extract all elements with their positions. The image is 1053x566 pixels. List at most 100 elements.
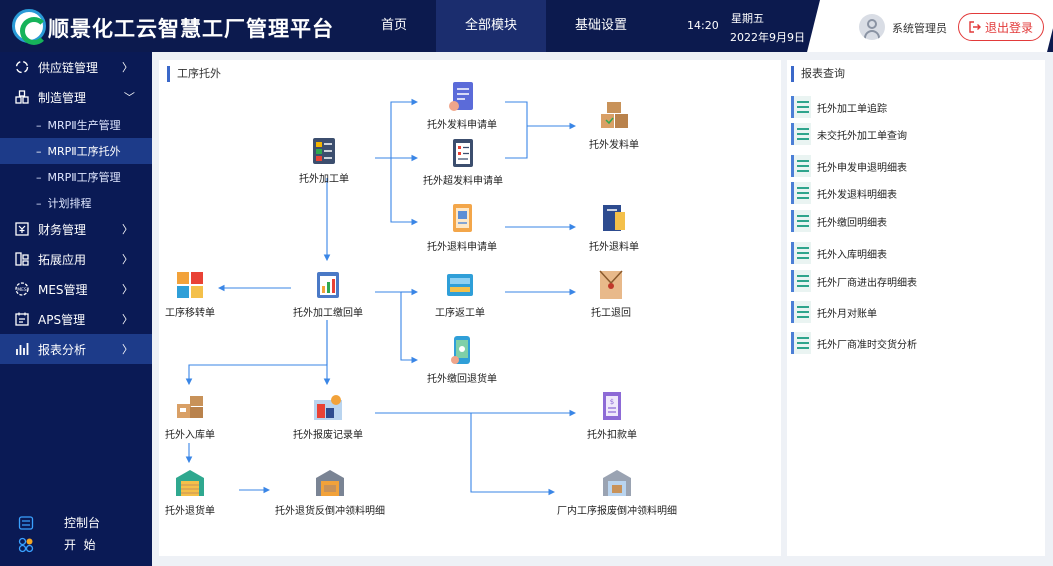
node-label: 托外超发料申请单 (423, 176, 503, 187)
node-label: 托外加工缴回单 (293, 308, 363, 319)
report-item[interactable]: 未交托外加工单查询 (791, 121, 1031, 147)
supply-chain-icon (14, 59, 30, 75)
node-label: 托外退料单 (589, 242, 639, 253)
report-label: 托外申发申退明细表 (817, 162, 907, 174)
phone-icon (451, 336, 470, 364)
report-label: 托外缴回明细表 (817, 217, 887, 229)
report-item[interactable]: 托外发退料明细表 (791, 180, 1031, 206)
logout-icon (969, 21, 981, 33)
menu-supply-chain[interactable]: 供应链管理 〉 (0, 52, 152, 82)
node-label: 托外报废记录单 (293, 430, 363, 441)
envelope-icon (599, 270, 623, 299)
start-button[interactable]: 开 始 (18, 536, 96, 553)
app-logo (12, 9, 48, 45)
report-list-icon (791, 123, 811, 145)
weekday: 星期五 (731, 12, 764, 25)
report-list-icon (791, 155, 811, 177)
form-icon (313, 138, 335, 164)
menu-finance[interactable]: 财务管理 〉 (0, 214, 152, 244)
menu-aps[interactable]: APS管理 〉 (0, 304, 152, 334)
mes-icon: MES (14, 281, 30, 297)
finance-icon (14, 221, 30, 237)
node-backflush[interactable]: 托外退货反倒冲领料明细 (275, 466, 385, 517)
node-outsource-order[interactable]: 托外加工单 (299, 134, 349, 185)
node-label: 托外发料单 (589, 140, 639, 151)
node-issue-order[interactable]: 托外发料单 (589, 100, 639, 151)
report-list-icon (791, 210, 811, 232)
submenu-mrp-process[interactable]: –MRPⅡ工序管理 (36, 170, 121, 185)
document-icon (453, 204, 472, 232)
chevron-right-icon: 〉 (122, 253, 133, 266)
report-item[interactable]: 托外厂商进出存明细表 (791, 268, 1031, 294)
console-button[interactable]: 控制台 (18, 514, 100, 531)
user-name[interactable]: 系统管理员 (892, 22, 947, 35)
report-item[interactable]: 托外加工单追踪 (791, 94, 1031, 120)
node-label: 托外扣款单 (587, 430, 637, 441)
node-return-goods[interactable]: 托外退货单 (165, 466, 215, 517)
node-label: 托外退货反倒冲领料明细 (275, 506, 385, 517)
node-transfer[interactable]: 工序移转单 (165, 268, 215, 319)
node-stock-in[interactable]: 托外入库单 (165, 390, 215, 441)
node-rework[interactable]: 工序返工单 (435, 268, 485, 319)
submenu-mrp-outsource[interactable]: –MRPⅡ工序托外 (0, 138, 152, 164)
node-outsource-return[interactable]: 托工退回 (591, 268, 631, 319)
menu-label: 报表分析 (38, 342, 87, 357)
menu-manufacturing[interactable]: 制造管理 〉 (0, 82, 152, 112)
report-label: 托外厂商准时交货分析 (817, 339, 917, 351)
node-receipt[interactable]: 托外加工缴回单 (293, 268, 363, 319)
chevron-right-icon: 〉 (122, 313, 133, 326)
node-over-issue-request[interactable]: 托外超发料申请单 (423, 136, 503, 187)
report-item[interactable]: 托外缴回明细表 (791, 208, 1031, 234)
chevron-right-icon: 〉 (122, 223, 133, 236)
factory-warehouse-icon (603, 470, 631, 496)
node-label: 托外发料申请单 (427, 120, 497, 131)
node-label: 托工退回 (591, 308, 631, 319)
node-deduction[interactable]: $ 托外扣款单 (587, 390, 637, 441)
grid-icon (18, 537, 34, 553)
app-title: 顺景化工云智慧工厂管理平台 (48, 17, 334, 41)
submenu-label: 计划排程 (47, 197, 92, 210)
user-avatar-icon[interactable] (859, 14, 885, 40)
report-label: 托外厂商进出存明细表 (817, 277, 917, 289)
menu-label: 财务管理 (38, 222, 87, 237)
clipboard-icon (453, 139, 473, 167)
binder-icon (603, 205, 625, 231)
console-icon (18, 515, 34, 531)
node-receipt-return[interactable]: 托外缴回退货单 (427, 334, 497, 385)
invoice-icon: $ (603, 392, 621, 420)
node-return-order[interactable]: 托外退料单 (589, 202, 639, 253)
report-item[interactable]: 托外月对账单 (791, 299, 1031, 325)
node-label: 工序返工单 (435, 308, 485, 319)
section-title: 工序托外 (167, 66, 221, 82)
chevron-right-icon: 〉 (122, 283, 133, 296)
nav-home[interactable]: 首页 (381, 18, 408, 33)
report-item[interactable]: 托外厂商准时交货分析 (791, 330, 1031, 356)
menu-label: APS管理 (38, 312, 86, 327)
clock-time: 14:20 (687, 19, 719, 32)
date-block: 星期五 2022年9月9日 (730, 9, 805, 47)
submenu-label: MRPⅡ生产管理 (47, 119, 121, 132)
report-list-icon (791, 332, 811, 354)
submenu-scheduling[interactable]: –计划排程 (36, 196, 92, 211)
report-item[interactable]: 托外入库明细表 (791, 240, 1031, 266)
node-label: 托外入库单 (165, 430, 215, 441)
nav-all-modules[interactable]: 全部模块 (436, 0, 547, 52)
node-scrap[interactable]: 托外报废记录单 (293, 390, 363, 441)
node-factory-backflush[interactable]: 厂内工序报废倒冲领料明细 (557, 466, 677, 517)
nav-basic-settings[interactable]: 基础设置 (575, 18, 628, 33)
manufacturing-icon (14, 89, 30, 105)
node-issue-request[interactable]: 托外发料申请单 (427, 80, 497, 131)
report-label: 托外加工单追踪 (817, 103, 887, 115)
report-list-icon (791, 301, 811, 323)
logout-button[interactable]: 退出登录 (958, 13, 1044, 41)
submenu-mrp-production[interactable]: –MRPⅡ生产管理 (36, 118, 121, 133)
menu-label: 制造管理 (38, 90, 87, 105)
node-return-request[interactable]: 托外退料申请单 (427, 202, 497, 253)
menu-extensions[interactable]: 拓展应用 〉 (0, 244, 152, 274)
menu-label: 拓展应用 (38, 252, 87, 267)
submenu-label: MRPⅡ工序托外 (47, 145, 121, 158)
console-label: 控制台 (64, 516, 101, 530)
menu-mes[interactable]: MES MES管理 〉 (0, 274, 152, 304)
menu-reports[interactable]: 报表分析 〉 (0, 334, 152, 364)
report-item[interactable]: 托外申发申退明细表 (791, 153, 1031, 179)
